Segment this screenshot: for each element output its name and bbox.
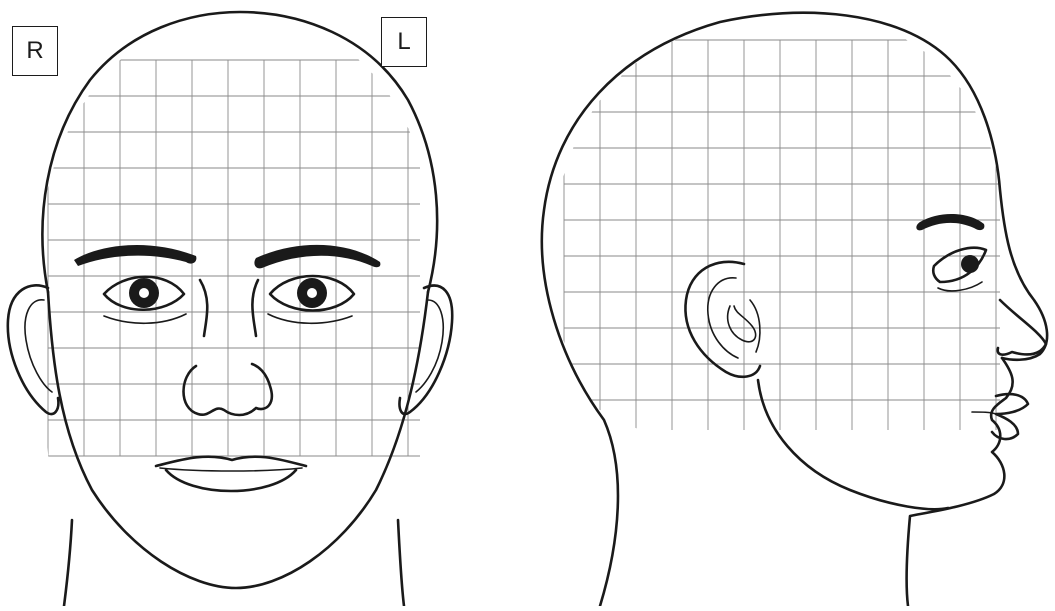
right-side-label: R [12,26,58,76]
side-grid [564,40,1000,430]
mouth-lower-lip [166,470,296,491]
front-neck-right [64,520,72,606]
side-head-outline [542,13,1047,606]
side-eyebrow [916,214,984,230]
nose-bridge-right [200,280,207,336]
right-eyebrow [74,245,196,266]
nose-bridge-left [252,280,258,336]
side-ear [685,262,760,377]
left-eye [268,276,354,323]
right-side-label-text: R [26,37,43,65]
mouth-upper-lip [156,457,306,466]
side-lips [992,394,1028,439]
mouth-line [160,468,302,471]
front-jaw-outline [48,292,428,588]
right-eye [104,277,186,324]
left-eyebrow [254,245,380,269]
side-view [542,13,1047,606]
right-ear [8,285,59,414]
left-side-label: L [381,17,427,67]
side-jawline [758,380,948,509]
left-side-label-text: L [397,28,410,56]
front-view [8,12,452,606]
front-neck-left [398,520,404,606]
